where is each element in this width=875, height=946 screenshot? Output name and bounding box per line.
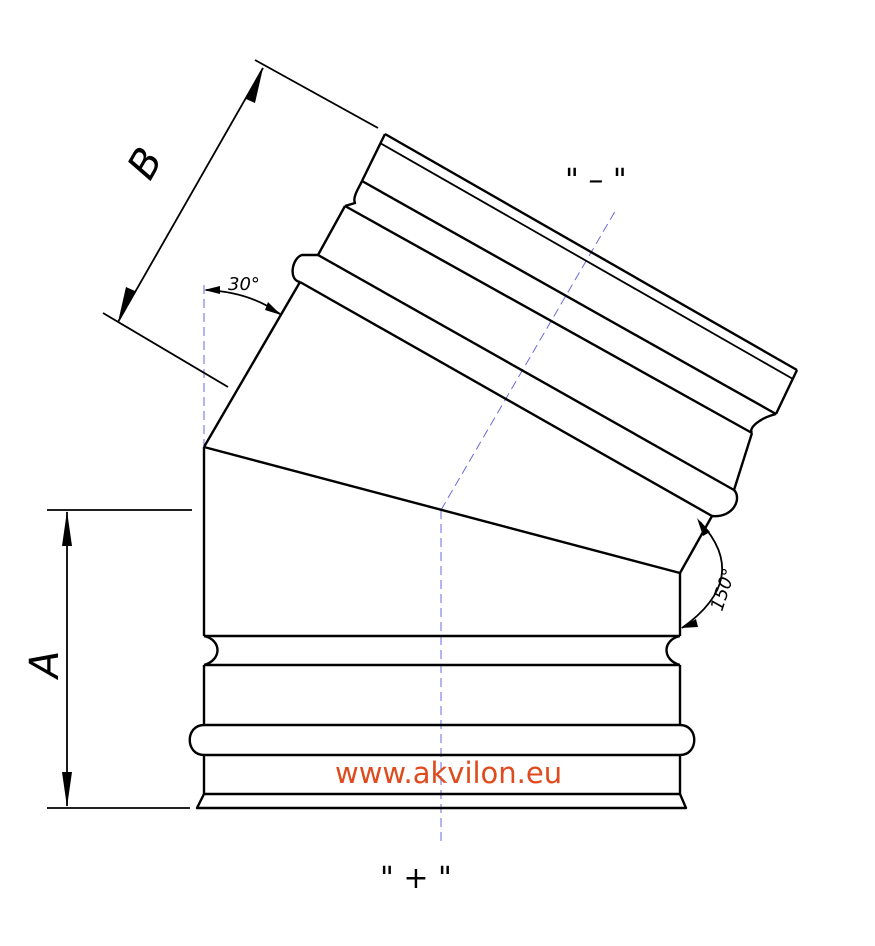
angle-30-marker xyxy=(204,286,281,315)
lower-segment xyxy=(188,447,696,810)
miter-cut-line xyxy=(203,445,681,575)
dimension-b xyxy=(102,59,379,388)
angle-150-label: 150° xyxy=(707,566,740,614)
minus-side-label: " – " xyxy=(565,163,627,198)
angle-150-marker xyxy=(681,518,723,629)
plus-side-label: " + " xyxy=(380,861,452,896)
dimension-a xyxy=(47,509,192,809)
centerline-upper xyxy=(440,207,618,511)
dimension-b-label: B xyxy=(119,140,173,187)
dimension-a-label: A xyxy=(22,651,68,681)
upper-segment xyxy=(202,132,799,574)
angle-30-label: 30° xyxy=(228,274,260,295)
watermark-url: www.akvilon.eu xyxy=(335,756,562,790)
